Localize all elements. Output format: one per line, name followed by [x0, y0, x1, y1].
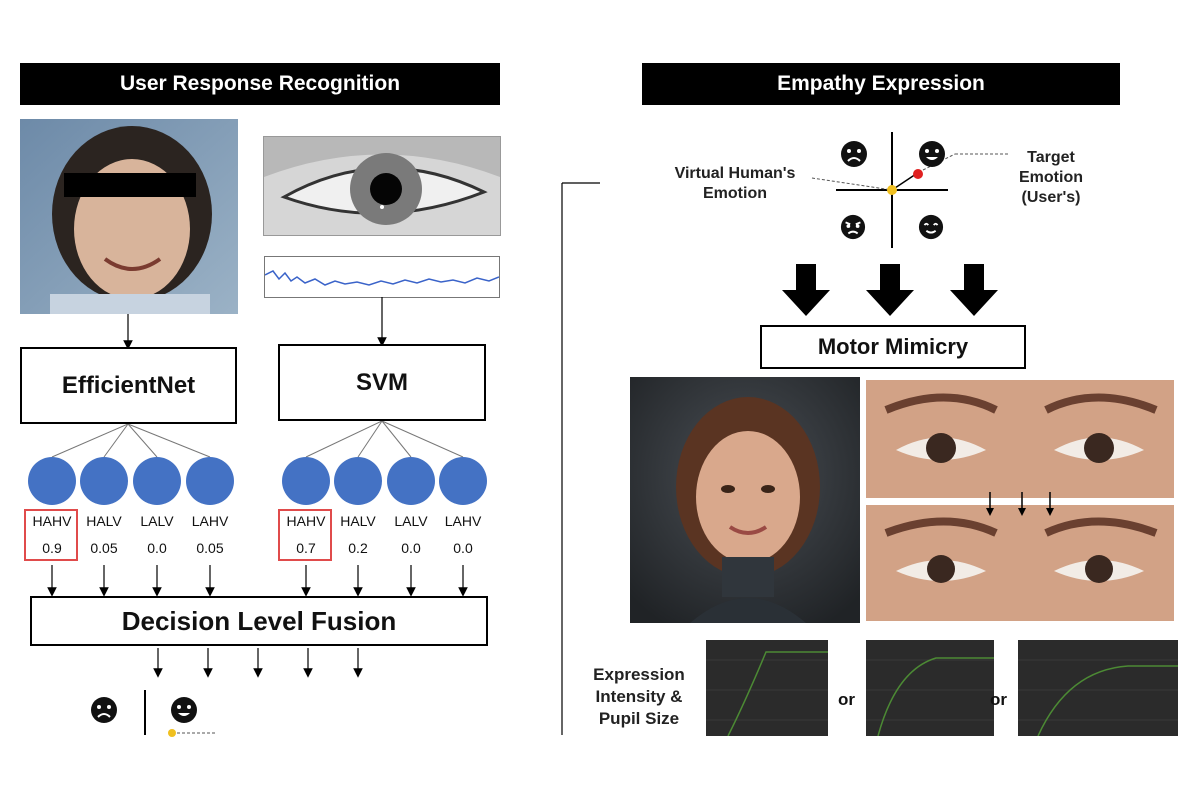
expression-intensity-label: Expression Intensity & Pupil Size	[593, 665, 685, 728]
face-score: 0.05	[196, 540, 224, 556]
node-face-lahv	[186, 457, 234, 505]
face-score: 0.05	[90, 540, 118, 556]
sad-face-icon	[90, 696, 118, 729]
eye-image	[263, 136, 501, 236]
eye-score: 0.7	[296, 540, 316, 556]
eye-score: 0.2	[348, 540, 368, 556]
node-eye-lalv	[387, 457, 435, 505]
happy-face-icon	[170, 696, 198, 729]
pupil-signal-plot	[264, 256, 500, 298]
node-face-hahv	[28, 457, 76, 505]
header-empathy-expression: Empathy Expression	[642, 63, 1120, 105]
node-face-lalv	[133, 457, 181, 505]
or-label: or	[990, 690, 1007, 709]
face-score: 0.9	[42, 540, 62, 556]
face-class-label: LALV	[140, 513, 174, 529]
eye-class-label: LALV	[394, 513, 428, 529]
eye-score: 0.0	[453, 540, 473, 556]
face-max-highlight	[24, 509, 78, 561]
intensity-curve-plot	[706, 640, 828, 736]
happy-face-icon	[918, 140, 946, 173]
header-user-response-recognition: User Response Recognition	[20, 63, 500, 105]
virtual-human-eyes-after	[866, 505, 1174, 621]
node-eye-halv	[334, 457, 382, 505]
intensity-curve-plot	[1018, 640, 1178, 736]
mimicry-arrows	[782, 264, 998, 316]
emotion-quadrant	[811, 132, 1010, 248]
node-face-halv	[80, 457, 128, 505]
angry-face-icon	[840, 214, 866, 245]
face-class-label: HAHV	[32, 513, 72, 529]
down-arrow-icon	[782, 264, 830, 316]
face-class-label: HALV	[86, 513, 122, 529]
sad-face-icon	[840, 140, 868, 173]
left-connectors	[47, 182, 600, 737]
calm-face-icon	[918, 214, 944, 245]
node-eye-lahv	[439, 457, 487, 505]
face-class-label: LAHV	[191, 513, 229, 529]
virtual-human-eyes-before	[866, 380, 1174, 498]
down-arrow-icon	[950, 264, 998, 316]
target-emotion-label: Target Emotion (User's)	[1019, 149, 1083, 206]
eye-max-highlight	[278, 509, 332, 561]
eye-class-label: LAHV	[444, 513, 482, 529]
node-eye-hahv	[282, 457, 330, 505]
virtual-human-emotion-label: Virtual Human's Emotion	[674, 165, 796, 202]
virtual-human-image	[630, 377, 860, 623]
intensity-curve-plot	[866, 640, 994, 736]
eye-class-label: HALV	[340, 513, 376, 529]
or-label: or	[838, 690, 855, 709]
eye-score: 0.0	[401, 540, 421, 556]
pupil-change-arrows	[986, 492, 1054, 516]
decision-level-fusion-box: Decision Level Fusion	[30, 596, 488, 646]
face-redaction-bar	[64, 173, 196, 197]
motor-mimicry-box: Motor Mimicry	[760, 325, 1026, 369]
down-arrow-icon	[866, 264, 914, 316]
svm-box: SVM	[278, 344, 486, 421]
eye-class-label: HAHV	[286, 513, 326, 529]
efficientnet-box: EfficientNet	[20, 347, 237, 424]
face-score: 0.0	[147, 540, 167, 556]
